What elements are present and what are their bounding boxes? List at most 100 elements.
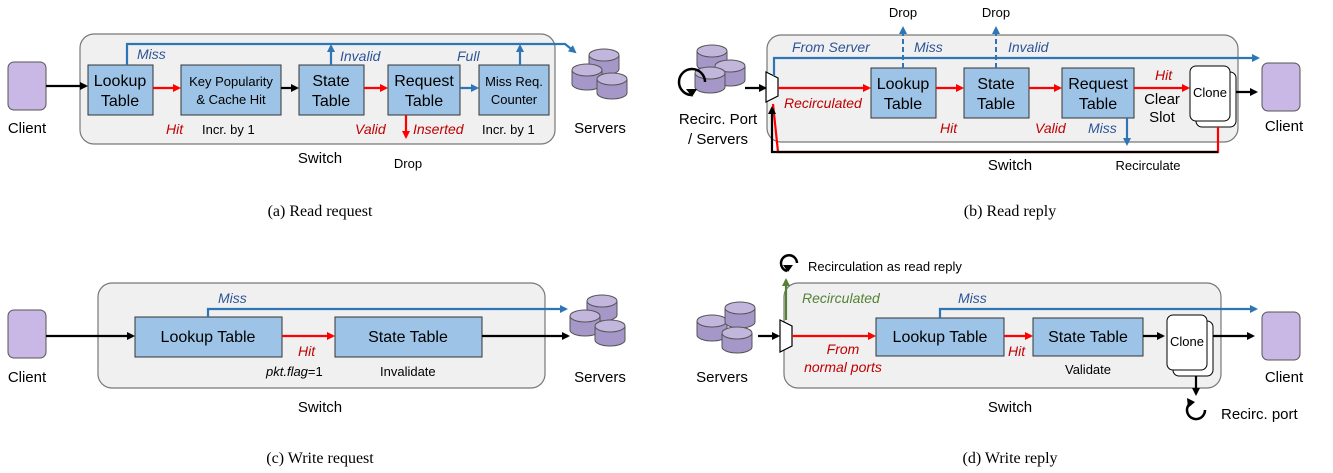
- key-popularity-table: Key Popularity & Cache Hit: [180, 64, 282, 116]
- panel-read-request: Client Lookup Table Key Popularity & Cac…: [7, 33, 628, 220]
- client-label: Client: [1265, 118, 1304, 135]
- svg-text:Table: Table: [312, 93, 350, 110]
- recirculated-label: Recirculated: [784, 95, 863, 111]
- panel-read-reply: Recirc. Port / Servers From Server Recir…: [677, 5, 1304, 220]
- recirc-read-reply-label: Recirculation as read reply: [808, 259, 962, 274]
- clone-box: Clone: [1166, 314, 1214, 377]
- hit-label: Hit: [1008, 343, 1026, 359]
- recirculated-label: Recirculated: [802, 290, 881, 306]
- full-label: Full: [457, 48, 480, 64]
- switch-label: Switch: [988, 399, 1032, 416]
- miss-label: Miss: [914, 39, 943, 55]
- lookup-table: Lookup Table: [875, 317, 1005, 357]
- port-label-1: Recirc. Port: [679, 111, 758, 128]
- clone-box: Clone: [1189, 65, 1237, 128]
- svg-text:Table: Table: [977, 96, 1015, 113]
- client-icon: [1261, 62, 1301, 112]
- miss-label: Miss: [958, 290, 987, 306]
- drop-label: Drop: [394, 156, 422, 171]
- port-label-2: / Servers: [688, 131, 748, 148]
- client-label: Client: [1265, 369, 1304, 386]
- servers-label: Servers: [574, 120, 626, 137]
- caption: (c) Write request: [266, 450, 374, 467]
- from-normal-label-2: normal ports: [804, 359, 882, 375]
- recirc-port-label: Recirc. port: [1221, 406, 1299, 423]
- svg-text:State: State: [312, 73, 349, 90]
- switch-label: Switch: [298, 150, 342, 167]
- caption: (a) Read request: [268, 203, 373, 220]
- switch-label: Switch: [988, 157, 1032, 174]
- state-table: State Table: [1032, 317, 1144, 357]
- svg-text:State Table: State Table: [368, 329, 448, 346]
- valid-label: Valid: [355, 121, 387, 137]
- servers-icon: [571, 48, 628, 100]
- client-label: Client: [8, 369, 47, 386]
- svg-text:Table: Table: [101, 93, 139, 110]
- miss-request-counter: Miss Req. Counter: [478, 64, 550, 116]
- switch-label: Switch: [298, 399, 342, 416]
- lookup-table: Lookup Table: [134, 316, 283, 358]
- client-icon: [7, 309, 47, 359]
- drop-label-2: Drop: [982, 5, 1010, 20]
- servers-icon: [569, 294, 626, 347]
- from-normal-label-1: From: [827, 341, 860, 357]
- client-icon: [1261, 311, 1301, 361]
- svg-text:Key Popularity: Key Popularity: [189, 74, 273, 89]
- svg-text:Miss Req.: Miss Req.: [485, 74, 543, 89]
- valid-label: Valid: [1035, 120, 1067, 136]
- from-server-label: From Server: [792, 39, 871, 55]
- svg-text:Lookup Table: Lookup Table: [161, 329, 256, 346]
- svg-text:Counter: Counter: [491, 92, 538, 107]
- servers-icon: [696, 301, 756, 354]
- inserted-label: Inserted: [413, 121, 465, 137]
- invalid-label: Invalid: [340, 48, 382, 64]
- validate-label: Validate: [1065, 362, 1111, 377]
- panel-write-reply: Recirculation as read reply Servers Reci…: [696, 254, 1304, 467]
- request-table: Request Table: [1061, 67, 1135, 119]
- servers-label: Servers: [696, 369, 748, 386]
- lookup-table: Lookup Table: [87, 64, 154, 116]
- drop-label-1: Drop: [889, 5, 917, 20]
- pkt-flag-label: pkt.flag=1: [265, 364, 323, 379]
- mux-icon: [765, 71, 779, 103]
- svg-text:Table: Table: [405, 93, 443, 110]
- recirculate-label: Recirculate: [1115, 158, 1180, 173]
- client-label: Client: [8, 120, 47, 137]
- svg-text:Request: Request: [1068, 76, 1128, 93]
- invalid-label: Invalid: [1008, 39, 1050, 55]
- caption: (b) Read reply: [964, 203, 1056, 220]
- panel-write-request: Client Lookup Table State Table Miss Hit…: [7, 282, 626, 467]
- svg-text:State: State: [977, 76, 1014, 93]
- svg-text:Request: Request: [394, 73, 454, 90]
- request-table: Request Table: [387, 64, 461, 116]
- miss-label: Miss: [218, 290, 247, 306]
- svg-text:Clone: Clone: [1193, 85, 1227, 100]
- lookup-table: Lookup Table: [870, 67, 937, 119]
- hit-label-1: Hit: [940, 120, 958, 136]
- state-table: State Table: [298, 64, 365, 116]
- svg-text:State Table: State Table: [1048, 329, 1128, 346]
- hit-label: Hit: [298, 343, 316, 359]
- svg-text:Table: Table: [1079, 96, 1117, 113]
- clear-slot-label-2: Slot: [1149, 109, 1176, 126]
- caption: (d) Write reply: [962, 450, 1057, 467]
- svg-text:Table: Table: [884, 96, 922, 113]
- incr-label-1: Incr. by 1: [202, 122, 255, 137]
- recirc-port-servers-icon: [694, 44, 746, 94]
- svg-text:& Cache Hit: & Cache Hit: [196, 92, 266, 107]
- recirculation-icon: [779, 254, 799, 273]
- incr-label-2: Incr. by 1: [482, 122, 535, 137]
- miss-label: Miss: [137, 46, 166, 62]
- miss-label-2: Miss: [1088, 120, 1117, 136]
- mux-icon: [779, 319, 793, 353]
- servers-label: Servers: [574, 369, 626, 386]
- svg-text:Lookup: Lookup: [94, 73, 147, 90]
- recirculation-icon: [677, 67, 707, 97]
- hit-label-2: Hit: [1155, 67, 1173, 83]
- svg-text:Lookup: Lookup: [877, 76, 930, 93]
- clear-slot-label-1: Clear: [1144, 91, 1180, 108]
- invalidate-label: Invalidate: [380, 364, 436, 379]
- state-table: State Table: [334, 316, 483, 358]
- hit-label: Hit: [166, 121, 184, 137]
